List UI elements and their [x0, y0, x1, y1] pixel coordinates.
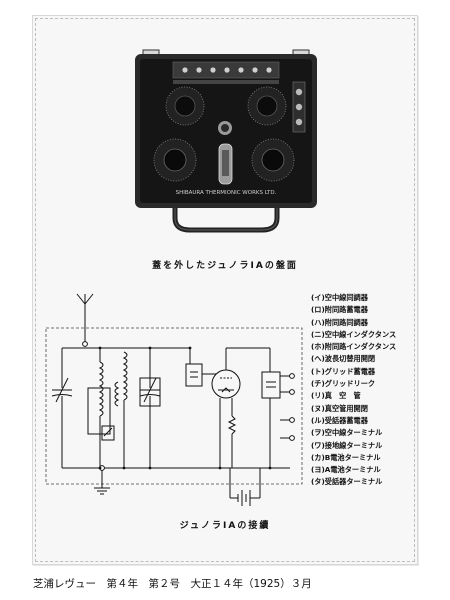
legend-item: (ワ)接地線ターミナル: [311, 440, 383, 450]
legend-item: (イ)空中線同調器: [311, 293, 368, 302]
legend-item: (ト)グリッド蓄電器: [311, 366, 376, 376]
receiver-photo: SHIBAURA THERMIONIC WORKS LTD.: [135, 49, 317, 233]
photo-caption: 蓋を外したジュノラIAの盤面: [152, 261, 298, 271]
legend-item: (カ)B電池ターミナル: [311, 452, 381, 462]
component-legend: (イ)空中線同調器 (ロ)附同路蓄電器 (ハ)附同路同調器 (ニ)空中線インダク…: [311, 292, 421, 489]
legend-item: (ヲ)空中線ターミナル: [311, 428, 383, 438]
legend-item: (タ)受話器ターミナル: [311, 477, 383, 487]
diagram-caption: ジュノラIAの接續: [179, 521, 271, 531]
legend-item: (ニ)空中線インダクタンス: [311, 329, 397, 339]
footer-credit: 芝浦レヴュー 第４年 第２号 大正１４年（1925）３月: [33, 578, 312, 590]
legend-item: (チ)グリッドリーク: [311, 379, 376, 389]
legend-item: (ヨ)A電池ターミナル: [311, 465, 381, 475]
legend-item: (リ)真 空 管: [311, 391, 361, 401]
legend-item: (ホ)附同路インダクタンス: [311, 342, 397, 352]
legend-item: (ヌ)真空管用開閉: [311, 403, 368, 413]
legend-item: (ハ)附同路同調器: [311, 317, 368, 327]
panel-brand-label: SHIBAURA THERMIONIC WORKS LTD.: [176, 190, 277, 196]
legend-item: (ヘ)波長切替用開閉: [311, 354, 376, 364]
circuit-schematic: [45, 293, 303, 506]
legend-item: (ロ)附同路蓄電器: [311, 305, 368, 315]
legend-item: (ル)受話器蓄電器: [311, 415, 368, 425]
